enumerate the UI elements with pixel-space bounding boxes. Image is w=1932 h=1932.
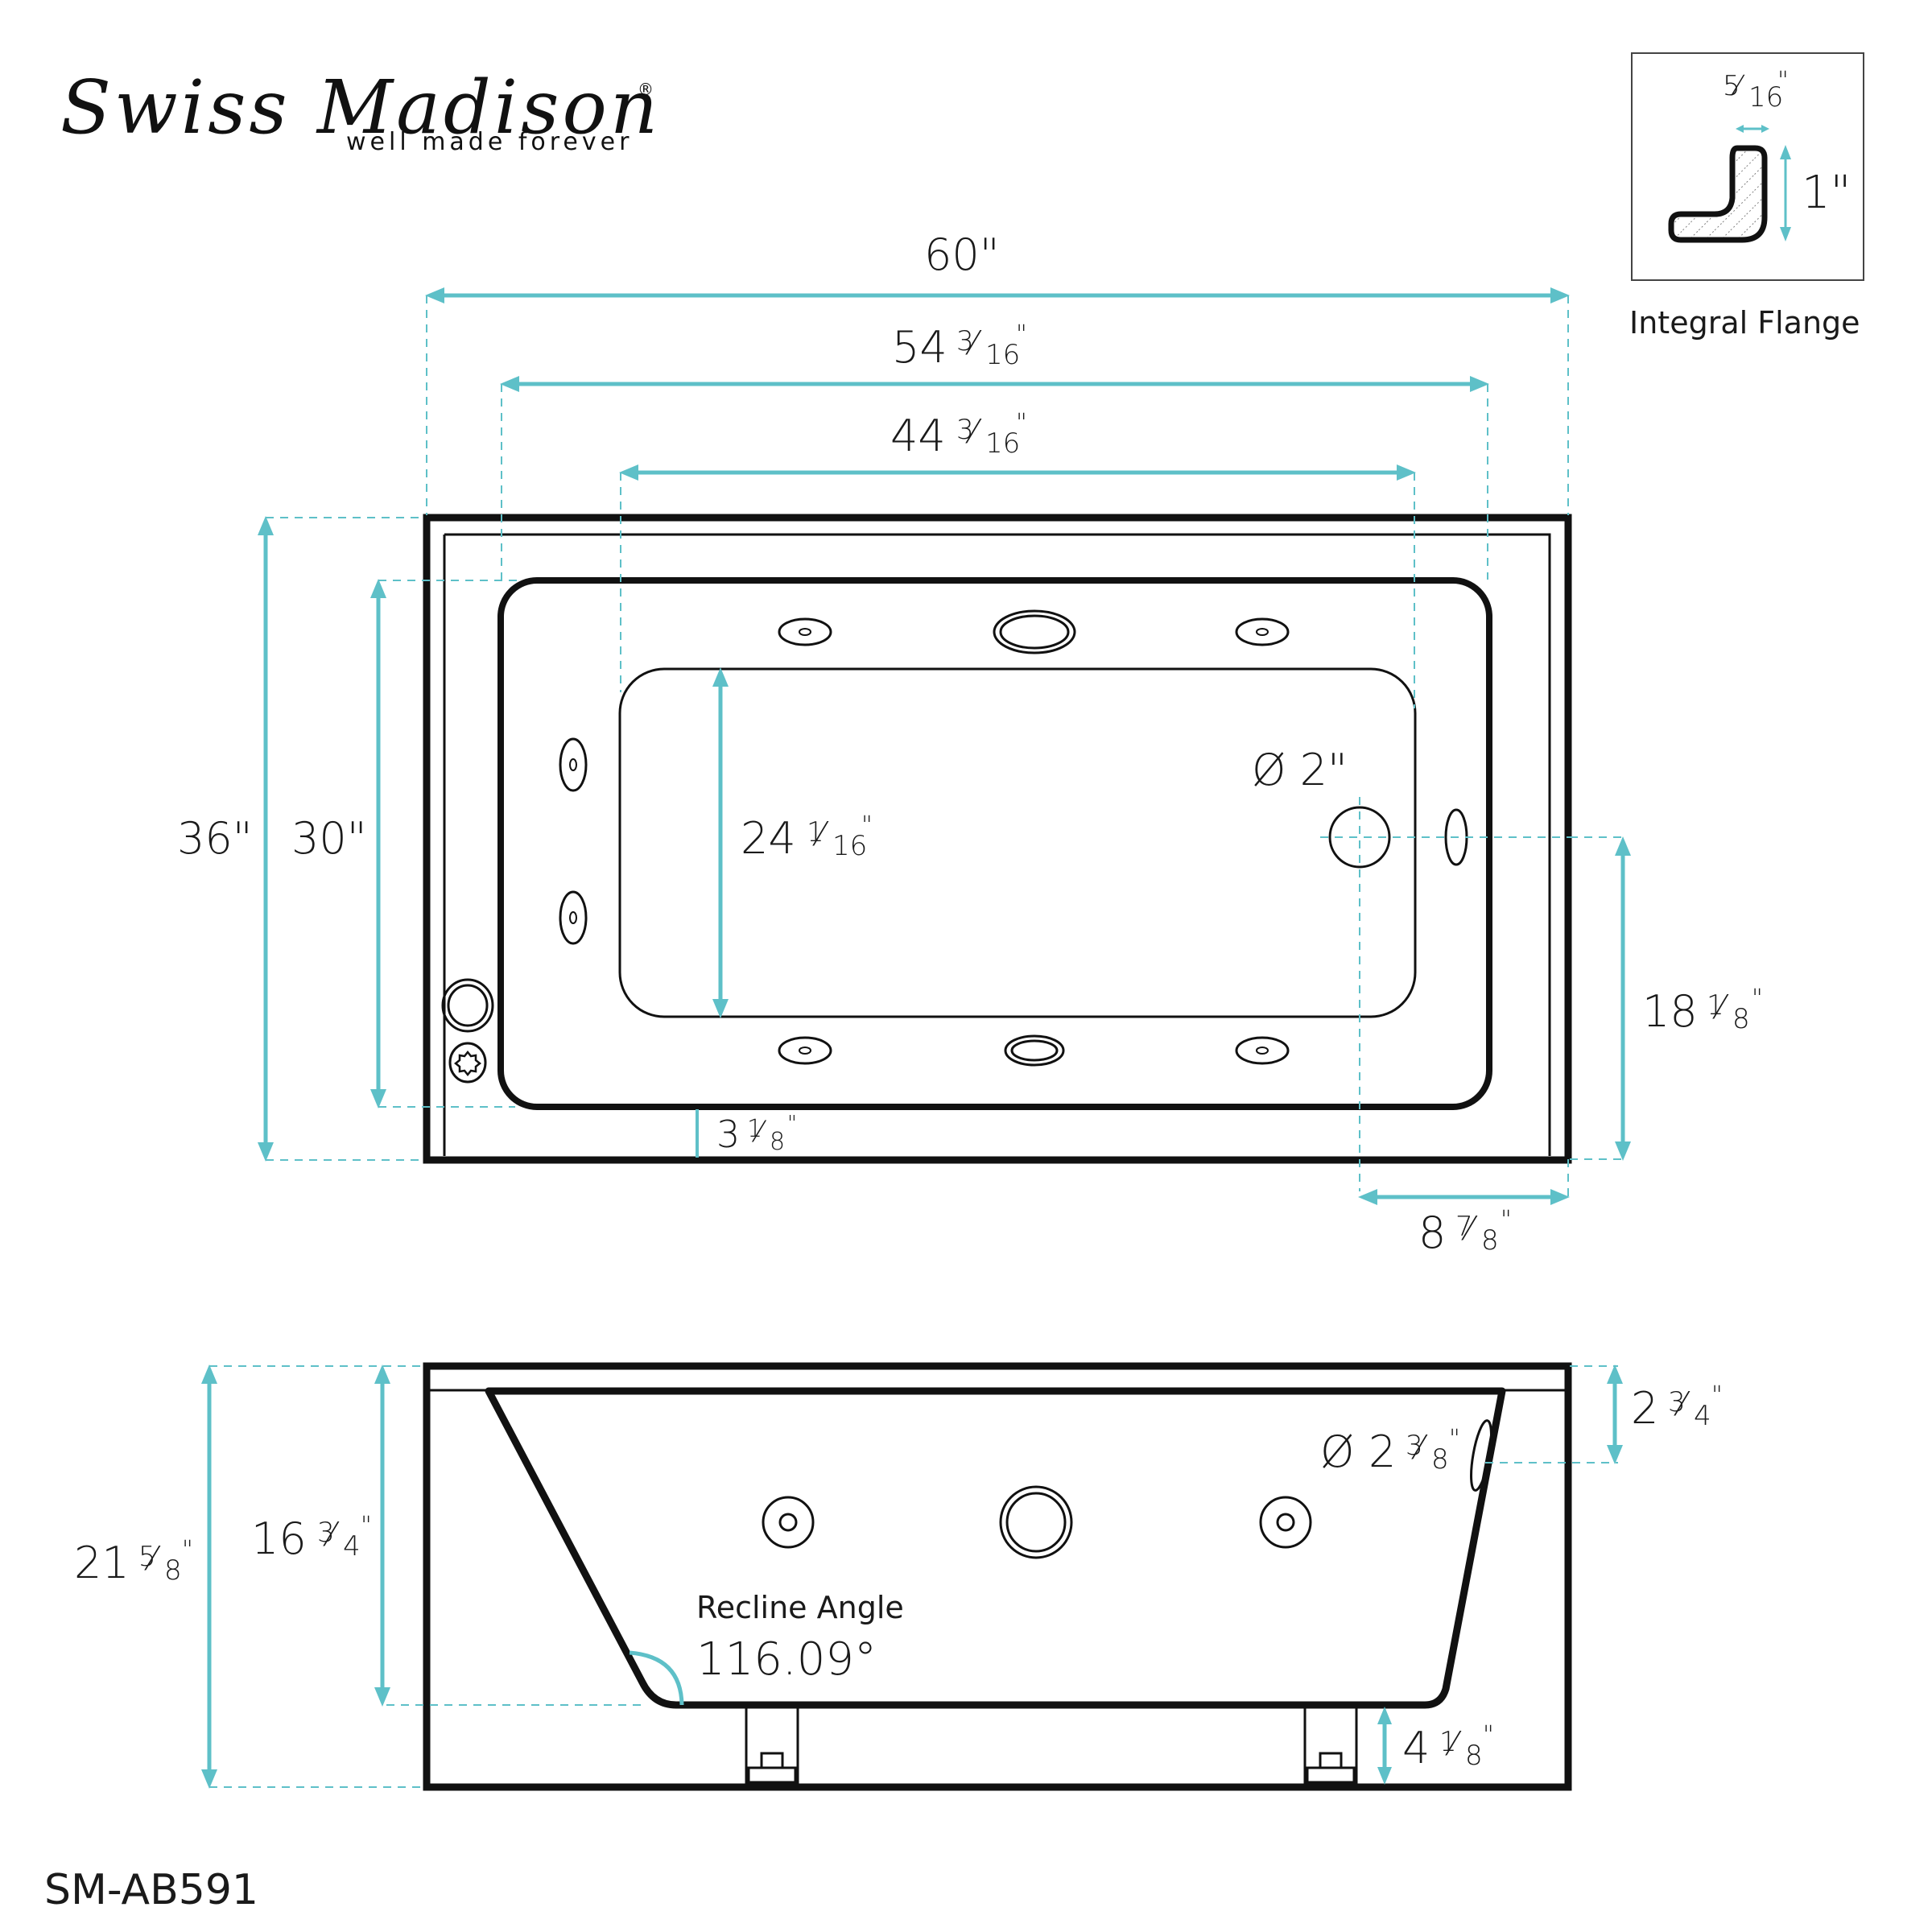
dim-den: 4 — [343, 1530, 361, 1563]
dim-den: 8 — [770, 1128, 785, 1156]
jet-side-icon — [762, 1496, 815, 1549]
dim-den: 16 — [985, 427, 1020, 460]
tub-rim-opening — [497, 577, 1492, 1110]
dim-num: 1 — [747, 1115, 762, 1143]
overall-height-label: 21 5 ⁄ 8 " — [74, 1536, 193, 1588]
flange-thickness-den: 16 — [1748, 81, 1783, 114]
rim-length-label: 54 3 ⁄ 16 " — [892, 320, 1027, 373]
recline-angle-arc — [629, 1650, 684, 1706]
jet-large-side-icon — [999, 1485, 1073, 1559]
side-outer-outline — [423, 1362, 1572, 1791]
dim-whole: 24 — [741, 813, 796, 864]
top-view: 60" 54 3 ⁄ 16 " 44 3 ⁄ 16 " 36" — [177, 229, 1763, 1258]
overflow-from-top-label: 2 3 ⁄ 4 " — [1631, 1381, 1723, 1434]
brand-logo: Swiss Madison ® well made forever — [60, 64, 661, 156]
inch-mark: " — [182, 1536, 193, 1564]
dim-den: 8 — [1481, 1224, 1499, 1257]
jet-icon — [559, 890, 588, 945]
interior-depth-label: 16 3 ⁄ 4 " — [251, 1512, 372, 1564]
model-number: SM-AB591 — [44, 1866, 258, 1914]
dim-whole: 44 — [890, 411, 946, 461]
overall-width-label: 36" — [177, 813, 253, 864]
dim-whole: 2 — [1368, 1426, 1396, 1477]
jet-icon — [778, 617, 832, 646]
inch-mark: " — [1016, 409, 1027, 437]
dim-whole: 18 — [1642, 986, 1698, 1037]
tub-floor — [618, 667, 1417, 1018]
dim-num: 1 — [1439, 1726, 1457, 1758]
dim-den: 8 — [1732, 1003, 1750, 1035]
leveling-foot-icon — [1303, 1705, 1358, 1785]
jet-large-icon — [993, 609, 1076, 654]
dim-den: 8 — [1431, 1443, 1449, 1476]
dim-whole: 8 — [1418, 1208, 1446, 1258]
integral-flange-detail: 5 ⁄ 16 " 1" Integral Flange — [1629, 52, 1864, 341]
flange-caption: Integral Flange — [1629, 305, 1860, 341]
inch-mark: " — [1016, 320, 1027, 349]
dim-den: 8 — [1465, 1740, 1483, 1772]
pump-switch-icon — [448, 1042, 487, 1084]
dim-num: 7 — [1455, 1211, 1473, 1243]
flange-profile-shape — [1668, 145, 1768, 243]
dim-den: 16 — [985, 339, 1020, 371]
drain-from-end-label: 8 7 ⁄ 8 " — [1418, 1206, 1512, 1258]
overall-length-label: 60" — [924, 229, 1000, 280]
inch-mark: " — [1752, 985, 1763, 1013]
dim-num: 5 — [138, 1541, 156, 1573]
apron-offset-label: 3 1 ⁄ 8 " — [716, 1112, 797, 1156]
dim-den: 4 — [1694, 1400, 1711, 1432]
rim-width-label: 30" — [291, 813, 367, 864]
jet-icon — [1235, 1036, 1290, 1065]
dim-num: 1 — [1707, 989, 1724, 1022]
registered-mark: ® — [638, 80, 654, 99]
recline-label: Recline Angle — [696, 1590, 904, 1625]
floor-width-label: 24 1 ⁄ 16 " — [741, 811, 873, 864]
dim-whole: 2 — [1631, 1383, 1658, 1434]
air-button-icon — [441, 978, 494, 1033]
inch-mark: " — [787, 1112, 797, 1136]
dim-den: 16 — [832, 830, 867, 862]
flange-thickness-num: 5 — [1723, 70, 1740, 102]
jet-large-icon — [1004, 1034, 1065, 1067]
dim-num: 1 — [807, 816, 824, 848]
recline-value: 116.09° — [696, 1633, 877, 1686]
tub-outer-outline — [423, 514, 1572, 1164]
inch-mark: " — [1483, 1721, 1494, 1749]
floor-clearance-label: 4 1 ⁄ 8 " — [1402, 1721, 1494, 1773]
inch-mark: " — [1711, 1381, 1723, 1410]
brand-tagline: well made forever — [346, 128, 633, 156]
dim-whole: 3 — [716, 1113, 740, 1156]
jet-icon — [1235, 617, 1290, 646]
leveling-foot-icon — [745, 1705, 799, 1785]
side-view: Recline Angle 116.09° 21 5 ⁄ 8 " 16 3 ⁄ … — [74, 1362, 1723, 1791]
dim-num: 3 — [956, 325, 974, 357]
inch-mark: " — [861, 811, 873, 840]
diameter-symbol: Ø — [1320, 1426, 1355, 1477]
inch-mark: " — [1449, 1425, 1460, 1453]
jet-side-icon — [1259, 1496, 1312, 1549]
brand-name: Swiss Madison — [60, 64, 661, 151]
dim-num: 3 — [956, 414, 974, 446]
dim-num: 3 — [317, 1517, 335, 1549]
dim-whole: 54 — [892, 322, 947, 373]
dim-num: 3 — [1406, 1430, 1423, 1462]
dim-num: 3 — [1668, 1386, 1686, 1418]
drain-icon — [1328, 806, 1391, 869]
drain-diameter-label: Ø 2" — [1252, 745, 1348, 795]
drain-from-front-label: 18 1 ⁄ 8 " — [1642, 985, 1763, 1037]
overflow-diameter-label: Ø 2 3 ⁄ 8 " — [1320, 1425, 1460, 1477]
overflow-side-icon — [1470, 1419, 1492, 1492]
dim-whole: 21 — [74, 1538, 130, 1588]
inch-mark: " — [361, 1512, 372, 1540]
floor-length-label: 44 3 ⁄ 16 " — [890, 409, 1027, 461]
inch-mark: " — [1501, 1206, 1512, 1234]
jet-icon — [559, 737, 588, 792]
dim-whole: 16 — [251, 1513, 307, 1564]
jet-icon — [778, 1036, 832, 1065]
dim-whole: 4 — [1402, 1723, 1430, 1773]
dim-den: 8 — [164, 1554, 182, 1587]
flange-height-label: 1" — [1802, 167, 1851, 219]
tub-body-profile — [485, 1387, 1506, 1709]
inch-mark: " — [1777, 67, 1789, 95]
